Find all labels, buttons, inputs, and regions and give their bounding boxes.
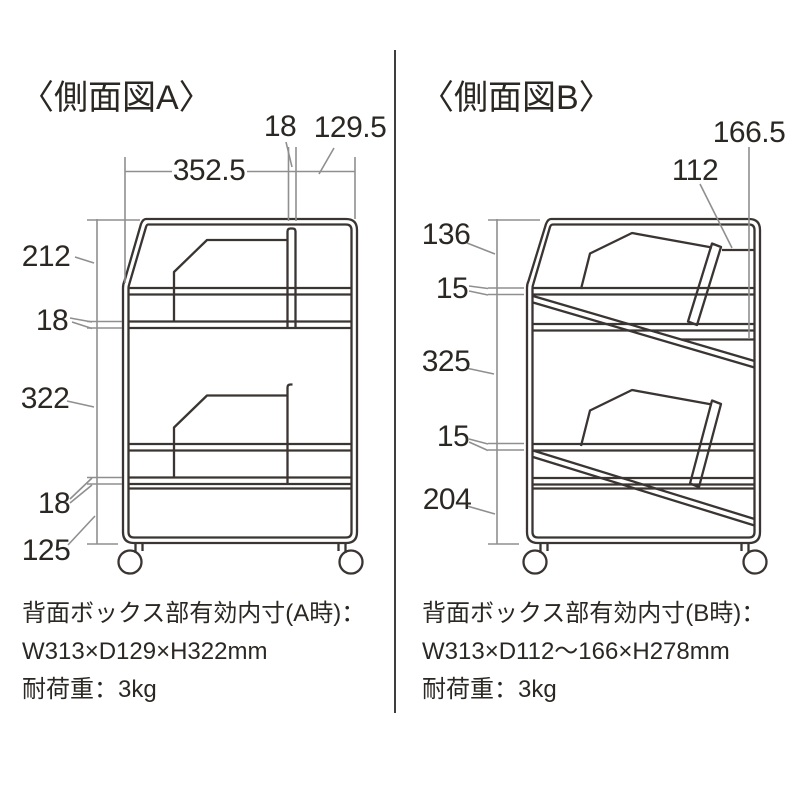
view-a-title: 〈側面図A〉 (20, 79, 213, 117)
cart-b-shelf-rails (532, 286, 755, 490)
view-b-cart (522, 217, 768, 575)
caster-wheel-b-left (522, 549, 548, 575)
dim-label-b-depth-min: 112 (671, 154, 719, 187)
view-b-note-inner-size-header: 背面ボックス部有効内寸(B時)： (422, 600, 766, 627)
caster-wheel-a-right (338, 549, 364, 575)
cart-b-contents-profile (579, 231, 713, 447)
dim-b-extension-lines (488, 147, 750, 545)
dim-label-a-top-section: 212 (21, 240, 71, 273)
dim-label-a-width-top: 352.5 (172, 154, 246, 187)
view-a-note-inner-size-value: W313×D129×H322mm (22, 638, 268, 665)
dim-a-extension-lines (87, 147, 356, 545)
view-b-notes: 背面ボックス部有効内寸(B時)： W313×D112～166×H278mm 耐荷… (422, 595, 800, 709)
dim-label-a-divider-thickness: 18 (263, 110, 297, 143)
cart-a-outline-inner (127, 223, 353, 539)
caster-wheel-a-left (117, 549, 143, 575)
view-b-dimension-lines (465, 147, 750, 545)
dim-label-a-shelf-lower: 18 (37, 487, 71, 520)
dim-label-a-bottom-section: 125 (21, 534, 71, 567)
cart-b-outline-outer (525, 217, 762, 545)
cart-b-outline-inner (531, 223, 756, 539)
cart-a-divider-bars (286, 227, 297, 485)
dim-label-a-middle-section: 322 (20, 382, 70, 415)
cart-b-tilted-floors (532, 294, 755, 527)
view-a-cart (117, 217, 364, 575)
dim-a-leader-lines (66, 141, 335, 546)
dim-b-leader-lines (465, 183, 733, 515)
caster-wheel-b-right (742, 549, 768, 575)
cart-b-tilted-divider-bars (686, 242, 723, 489)
cart-a-contents-profile (172, 238, 287, 478)
view-a-note-inner-size-header: 背面ボックス部有効内寸(A時)： (22, 600, 366, 627)
view-b-note-inner-size-value: W313×D112～166×H278mm (422, 638, 730, 665)
cart-a-shelf-rails (128, 286, 352, 490)
caster-stems-a (134, 543, 347, 553)
dim-label-a-shelf-upper: 18 (35, 304, 69, 337)
dim-label-b-top-section: 136 (421, 218, 471, 251)
dim-label-a-rear-depth: 129.5 (313, 111, 387, 144)
dim-label-b-shelf-lower: 15 (436, 420, 470, 453)
cart-a-outline-outer (121, 217, 359, 545)
view-b-note-load-capacity: 耐荷重：3kg (422, 676, 557, 703)
view-a-notes: 背面ボックス部有効内寸(A時)： W313×D129×H322mm 耐荷重：3k… (22, 595, 400, 709)
view-a-note-load-capacity: 耐荷重：3kg (22, 676, 157, 703)
view-b-title: 〈側面図B〉 (420, 79, 613, 117)
caster-stems-b (539, 543, 750, 553)
dim-label-b-depth-max: 166.5 (712, 116, 786, 149)
dim-label-b-shelf-upper: 15 (435, 272, 469, 305)
dim-label-b-bottom-section: 204 (422, 483, 472, 516)
dim-label-b-middle-section: 325 (421, 345, 471, 378)
view-a-dimension-lines (66, 141, 356, 546)
